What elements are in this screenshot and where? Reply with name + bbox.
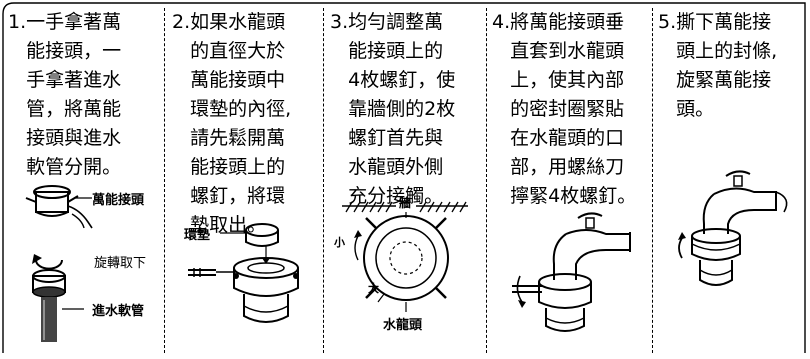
step-4: 4.將萬能接頭垂 直套到水龍頭 上，使其內部 的密封圈緊貼 在水龍頭的口 部，用… bbox=[492, 2, 652, 354]
connector-label: 萬能接頭 bbox=[92, 193, 145, 208]
step-1: 1.一手拿著萬 能接頭，一 手拿著進水 管，將萬能 接頭與進水 軟管分開。 bbox=[8, 2, 158, 354]
faucet-label: 水龍頭 bbox=[383, 318, 423, 333]
step-4-text: 4.將萬能接頭垂 直套到水龍頭 上，使其內部 的密封圈緊貼 在水龍頭的口 部，用… bbox=[492, 11, 637, 207]
connector-hose-illustration bbox=[25, 185, 93, 342]
step-3-text: 3.均勻調整萬 能接頭上的 4枚螺釘，使 靠牆側的2枚 螺釘首先與 水龍頭外側 … bbox=[330, 11, 456, 207]
big-label: 大 bbox=[368, 282, 379, 295]
small-label: 小 bbox=[334, 236, 345, 249]
rotate-label: 旋轉取下 bbox=[94, 256, 147, 271]
tighten-connector-illustration bbox=[678, 170, 788, 286]
divider-2 bbox=[323, 8, 324, 353]
hose-label: 進水軟管 bbox=[92, 304, 145, 319]
faucet-fitting-illustration bbox=[512, 212, 631, 332]
divider-4 bbox=[652, 8, 653, 353]
divider-1 bbox=[164, 8, 165, 353]
ring-washer-illustration bbox=[188, 223, 299, 323]
step-5-text: 5.撕下萬能接 頭上的封條, 旋緊萬能接 頭。 bbox=[658, 11, 778, 120]
panel-border bbox=[2, 2, 806, 353]
step-2-text: 2.如果水龍頭 的直徑大於 萬能接頭中 環墊的內徑, 請先鬆開萬 能接頭上的 螺… bbox=[172, 11, 292, 236]
screw-adjust-illustration bbox=[342, 201, 468, 312]
divider-3 bbox=[486, 8, 487, 353]
instruction-panel: 1.一手拿著萬 能接頭，一 手拿著進水 管，將萬能 接頭與進水 軟管分開。 bbox=[2, 2, 806, 354]
wall-label: 牆 bbox=[399, 196, 412, 210]
step-5: 5.撕下萬能接 頭上的封條, 旋緊萬能接 頭。 bbox=[658, 2, 806, 354]
step-3: 3.均勻調整萬 能接頭上的 4枚螺釘，使 靠牆側的2枚 螺釘首先與 水龍頭外側 … bbox=[330, 2, 480, 354]
step-1-text: 1.一手拿著萬 能接頭，一 手拿著進水 管，將萬能 接頭與進水 軟管分開。 bbox=[8, 11, 122, 178]
ring-label: 環墊 bbox=[184, 228, 211, 243]
step-2: 2.如果水龍頭 的直徑大於 萬能接頭中 環墊的內徑, 請先鬆開萬 能接頭上的 螺… bbox=[172, 2, 322, 354]
